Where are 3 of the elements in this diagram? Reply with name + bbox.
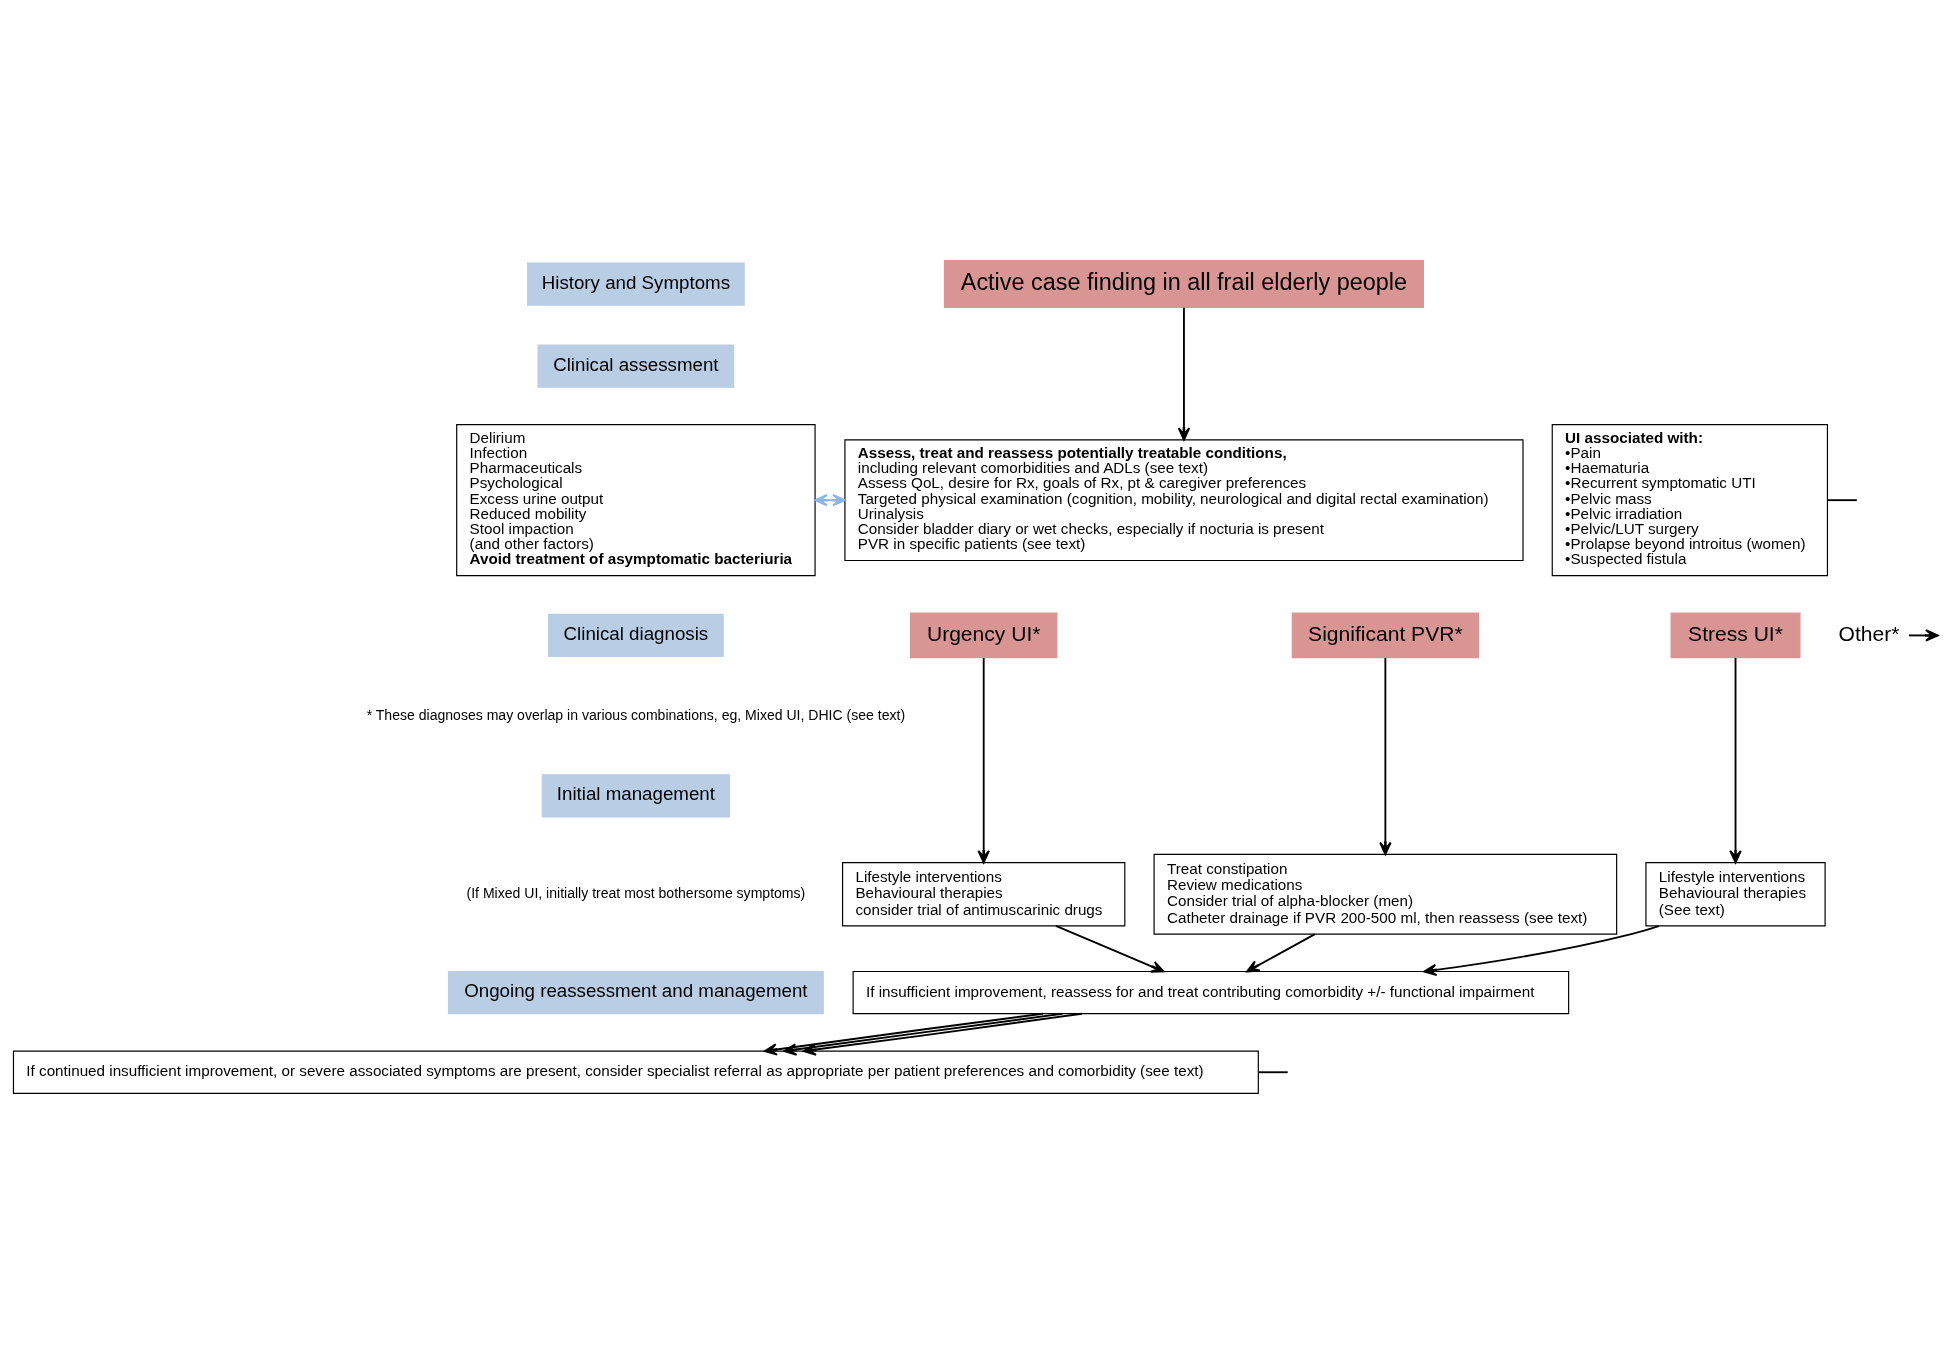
label: * These diagnoses may overlap in various combinations, eg, Mixed UI, DHIC (see text) (366, 706, 906, 723)
node-text: Other* (1838, 621, 1900, 645)
label: (If Mixed UI, initially treat most bothersome symptoms) (466, 884, 806, 901)
